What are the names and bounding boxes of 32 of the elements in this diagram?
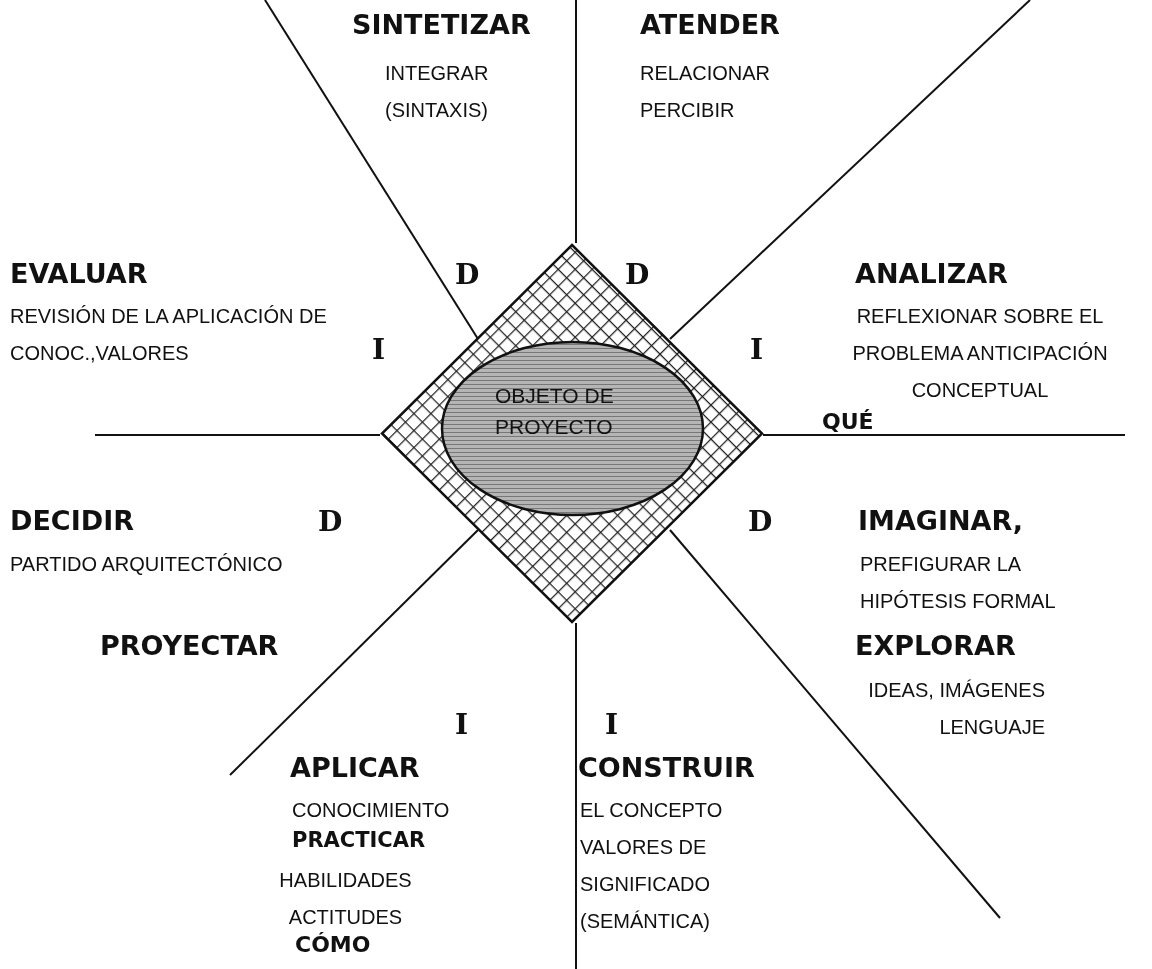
heading: SINTETIZAR	[352, 9, 531, 40]
letter-mark: D	[455, 258, 480, 291]
letter-mark: D	[748, 505, 773, 538]
letter-mark: I	[455, 708, 469, 741]
description: PARTIDO ARQUITECTÓNICO	[10, 552, 284, 577]
letter-mark: I	[605, 708, 619, 741]
heading: ANALIZAR	[855, 258, 1008, 289]
heading: APLICAR	[290, 752, 420, 783]
heading: CONSTRUIR	[578, 752, 755, 783]
description: PREFIGURAR LA HIPÓTESIS FORMAL	[860, 552, 1057, 614]
letter-mark: D	[318, 505, 343, 538]
letter-mark: I	[372, 333, 386, 366]
heading: DECIDIR	[10, 505, 134, 536]
heading: EVALUAR	[10, 258, 148, 289]
question-word: CÓMO	[295, 932, 371, 957]
letter-mark: I	[750, 333, 764, 366]
heading: PROYECTAR	[100, 630, 279, 661]
letter-mark: D	[625, 258, 650, 291]
center-label: OBJETO DE PROYECTO	[495, 383, 615, 440]
heading: IMAGINAR,	[858, 505, 1024, 536]
description: REVISIÓN DE LA APLICACIÓN DE CONOC.,VALORES	[10, 304, 328, 366]
question-word: QUÉ	[822, 409, 874, 434]
description: CONOCIMIENTO	[292, 798, 450, 823]
description: EL CONCEPTO VALORES DE SIGNIFICADO (SEMÁNTICA)	[580, 798, 724, 934]
description: IDEAS, IMÁGENES LENGUAJE	[867, 678, 1045, 740]
description: REFLEXIONAR SOBRE EL PROBLEMA ANTICIPACIÓN CONCEPTUAL	[851, 304, 1109, 403]
description: HABILIDADES ACTITUDES	[278, 868, 413, 930]
subtitle: RELACIONAR PERCIBIR	[640, 61, 772, 123]
heading: ATENDER	[640, 9, 780, 40]
heading: PRACTICAR	[292, 828, 426, 852]
heading: EXPLORAR	[855, 630, 1016, 661]
subtitle: INTEGRAR (SINTAXIS)	[385, 61, 490, 123]
